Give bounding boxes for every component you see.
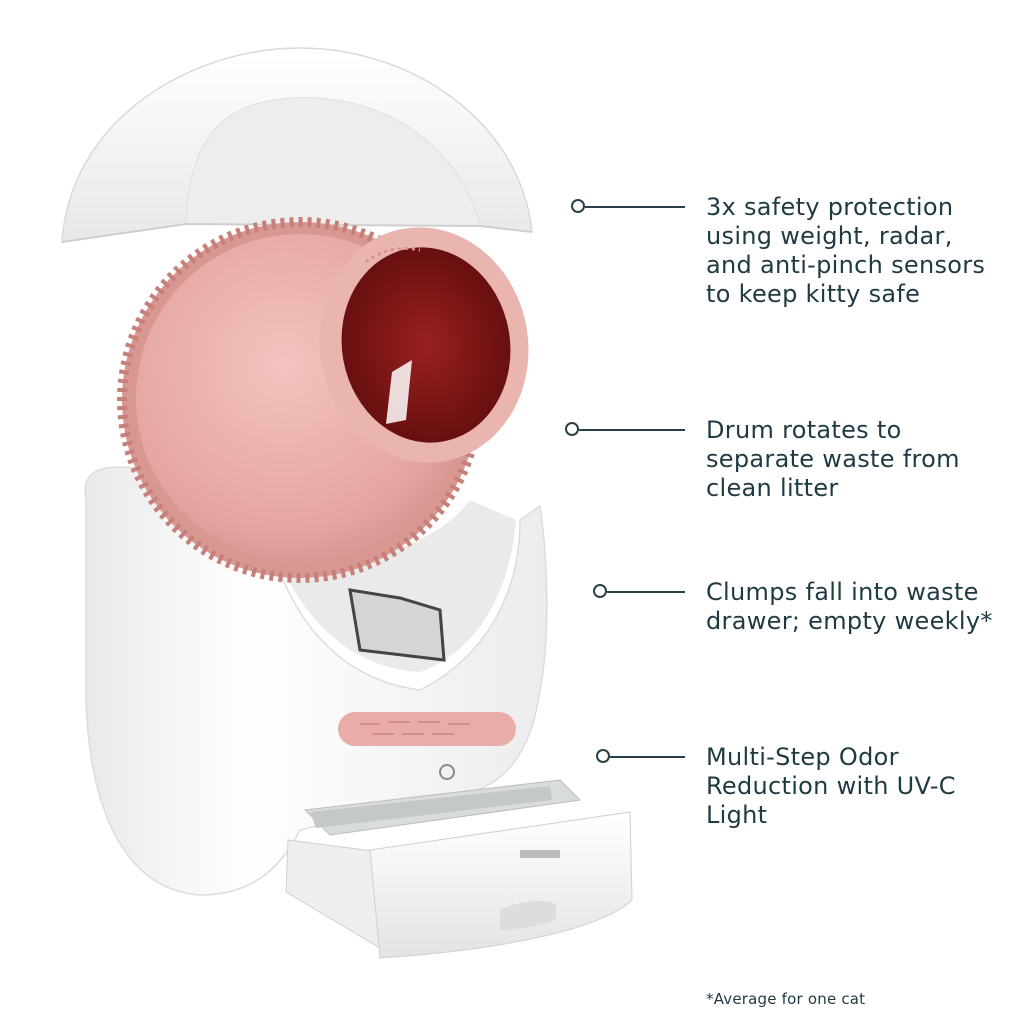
footnote: *Average for one cat bbox=[706, 990, 866, 1008]
callout-marker-icon bbox=[571, 199, 585, 213]
waste-drawer bbox=[285, 779, 633, 959]
callout-leader-line bbox=[607, 591, 685, 593]
callout-marker-icon bbox=[593, 584, 607, 598]
callout-leader-line bbox=[579, 429, 685, 431]
callout-leader-line bbox=[585, 206, 685, 208]
callout-marker-icon bbox=[596, 749, 610, 763]
callout-drawer-text: Clumps fall into waste drawer; empty wee… bbox=[706, 578, 993, 635]
base-body bbox=[84, 466, 548, 896]
callout-leader-line bbox=[610, 756, 685, 758]
rotating-drum bbox=[117, 217, 529, 583]
callout-marker-icon bbox=[565, 422, 579, 436]
callout-drum-text: Drum rotates to separate waste from clea… bbox=[706, 416, 960, 502]
callout-safety-text: 3x safety protection using weight, radar… bbox=[706, 193, 986, 308]
top-lid bbox=[61, 47, 533, 243]
callout-odor-text: Multi-Step Odor Reduction with UV-C Ligh… bbox=[706, 743, 956, 829]
litter-box-illustration bbox=[61, 47, 633, 959]
